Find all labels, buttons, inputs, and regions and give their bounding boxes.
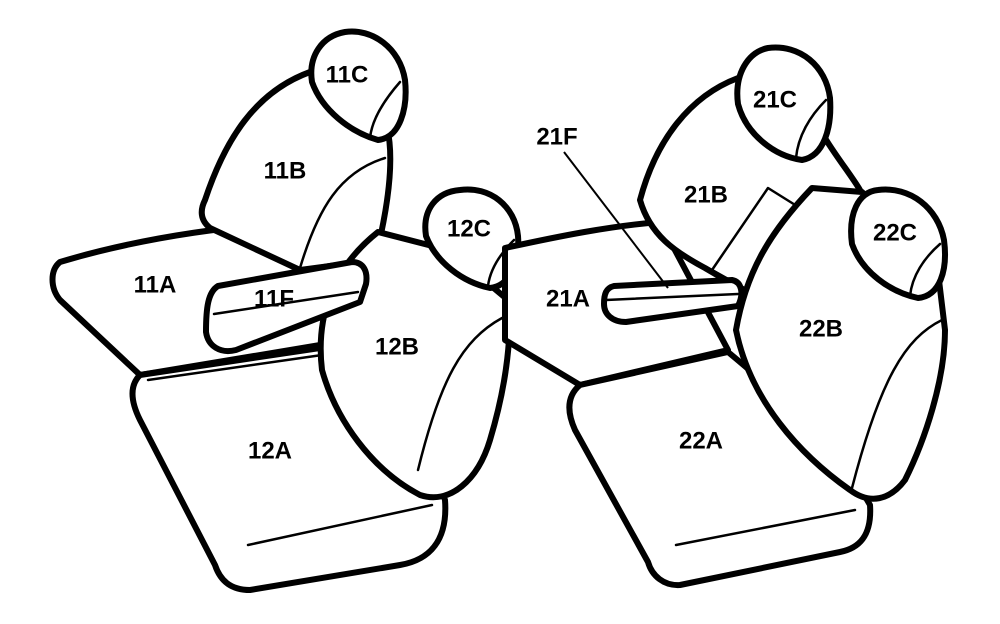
part-21c-headrest	[734, 44, 834, 163]
part-21c-side-seam	[794, 98, 828, 160]
label-22b: 22B	[799, 315, 843, 342]
part-11f-seam	[212, 290, 360, 316]
label-21c: 21C	[753, 86, 797, 113]
label-11c: 11C	[326, 61, 369, 88]
part-12c-side-seam	[486, 238, 516, 288]
part-12b-backrest	[317, 229, 513, 501]
label-12a: 12A	[248, 437, 292, 464]
part-12a-front-seam	[246, 503, 434, 547]
part-11f-armrest	[203, 259, 370, 354]
part-11b-side-seam	[298, 156, 387, 270]
part-21f-seam	[604, 292, 740, 302]
part-22a-front-seam	[674, 508, 857, 547]
label-21a: 21A	[546, 285, 590, 312]
label-11f: 11F	[254, 285, 294, 312]
part-22c-side-seam	[908, 242, 942, 298]
part-12a-top-seam	[146, 353, 324, 382]
part-12b-side-seam	[416, 316, 504, 472]
leader-line-21f	[563, 151, 669, 289]
part-22c-headrest	[848, 186, 948, 301]
part-21f-armrest	[601, 277, 745, 325]
label-12c: 12C	[447, 215, 491, 242]
seat-group-21-22: 21A 21B 21C 21F 22A 22B 22C	[502, 44, 948, 589]
label-11b: 11B	[264, 157, 307, 184]
part-11c-side-seam	[368, 80, 402, 140]
label-11a: 11A	[134, 271, 177, 298]
label-22c: 22C	[873, 219, 917, 246]
label-21f: 21F	[536, 123, 577, 150]
label-22a: 22A	[679, 427, 723, 454]
part-11c-headrest	[308, 28, 409, 143]
label-12b: 12B	[375, 333, 419, 360]
part-22b-side-seam	[850, 318, 944, 490]
seat-group-11-12: 11A 11B 11C 11F 12A 12B 12C	[49, 28, 522, 593]
label-21b: 21B	[684, 181, 728, 208]
